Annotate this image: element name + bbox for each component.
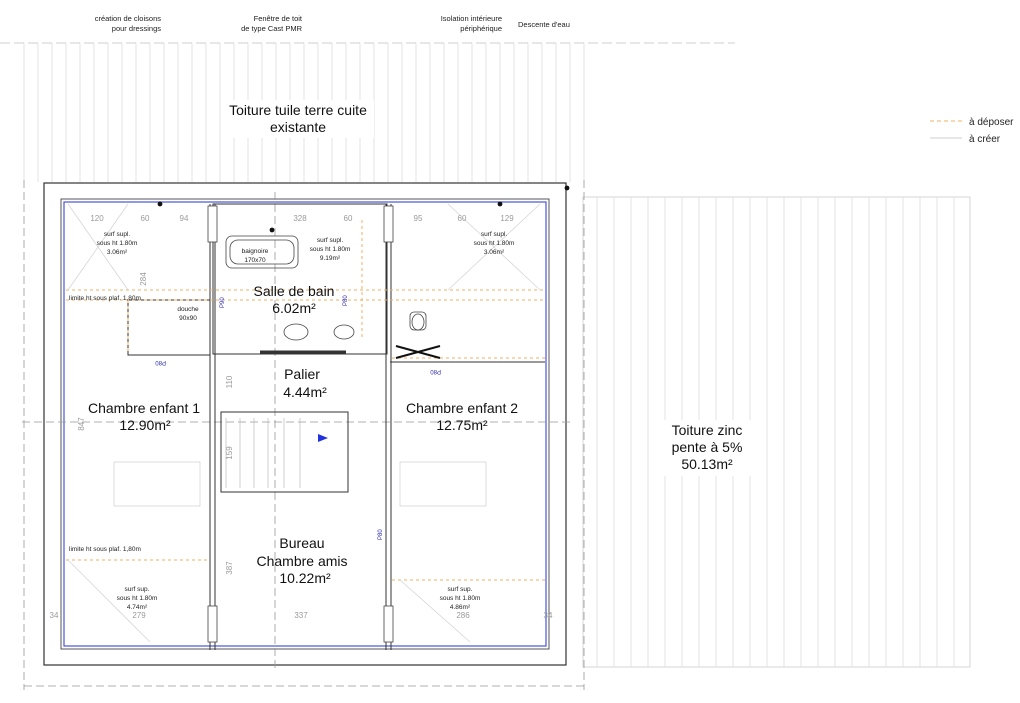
surface-5-line3: 4.86m² (450, 604, 471, 611)
room-chambre1-area: 12.90m² (119, 417, 171, 433)
surface-2-line3: 9.19m² (320, 255, 341, 262)
dim-94: 94 (180, 214, 189, 223)
zinc-roof-slope: pente à 5% (672, 439, 743, 455)
surface-4-line2: sous ht 1.80m (117, 595, 158, 602)
zinc-roof-hatch (582, 196, 971, 668)
door-tag-4: P80 (430, 368, 441, 374)
dim-847: 847 (77, 417, 86, 431)
dim-34b: 34 (544, 611, 553, 620)
room-chambre2-area: 12.75m² (436, 417, 488, 433)
douche-size: 90x90 (179, 315, 197, 322)
legend: à déposer à créer (930, 117, 1014, 145)
outer-wall (43, 182, 567, 666)
surface-3-line3: 3.06m² (484, 249, 505, 256)
limit-note-top: limite ht sous plaf. 1,80m (69, 295, 141, 302)
room-bureau-name: Bureau (279, 535, 324, 551)
room-palier-name: Palier (284, 366, 320, 382)
note-cloisons-2: pour dressings (112, 24, 161, 33)
zinc-roof-title: Toiture zinc (672, 422, 743, 438)
bath-fixtures (225, 235, 427, 341)
room-bureau-area: 10.22m² (279, 570, 331, 586)
axis-lines (22, 180, 586, 690)
dim-328: 328 (293, 214, 307, 223)
dim-129: 129 (500, 214, 514, 223)
room-palier-area: 4.44m² (283, 384, 327, 400)
surface-4-line3: 4.74m² (127, 604, 148, 611)
surface-1-line2: sous ht 1.80m (97, 240, 138, 247)
dim-120: 120 (90, 214, 104, 223)
surface-1-line3: 3.06m² (107, 249, 128, 256)
surface-1-line1: surf supl. (104, 231, 131, 238)
note-isolation-2: périphérique (460, 24, 502, 33)
door-tag-1: P80 (155, 359, 166, 365)
room-chambre-amis-name: Chambre amis (256, 553, 347, 569)
baignoire-size: 170x70 (244, 257, 266, 264)
dim-387: 387 (225, 561, 234, 575)
surface-5-line1: surf sup. (448, 586, 473, 593)
surface-3-line1: surf supl. (481, 231, 508, 238)
surface-2-line1: surf supl. (317, 237, 344, 244)
room-salle-de-bain-area: 6.02m² (272, 300, 316, 316)
tile-roof-subtitle: existante (270, 119, 326, 135)
note-fenetre-2: de type Cast PMR (241, 24, 302, 33)
dim-95: 95 (414, 214, 423, 223)
downpipe-markers (157, 185, 570, 233)
slope-lines (67, 203, 541, 643)
door-tag-2: P90 (220, 297, 226, 308)
note-fenetre-1: Fenêtre de toit (254, 14, 303, 23)
tile-roof-title: Toiture tuile terre cuite (229, 102, 367, 118)
legend-creer: à créer (969, 134, 1001, 145)
baignoire-label: baignoire (242, 248, 269, 255)
dim-60b: 60 (344, 214, 353, 223)
dim-110: 110 (225, 375, 234, 388)
stair-steps (225, 418, 301, 488)
door-tag-5: P80 (343, 295, 349, 306)
surface-2-line2: sous ht 1.80m (310, 246, 351, 253)
zinc-roof-area: 50.13m² (681, 456, 733, 472)
tile-roof-label-bg (222, 100, 374, 138)
note-cloisons-1: création de cloisons (95, 14, 162, 23)
room-salle-de-bain-name: Salle de bain (254, 283, 335, 299)
dim-284: 284 (139, 272, 148, 286)
demolition-lines (66, 220, 546, 581)
dim-337: 337 (294, 611, 308, 620)
legend-deposer: à déposer (969, 117, 1014, 128)
douche-label: douche (177, 306, 199, 313)
roof-windows (207, 205, 394, 643)
dim-159: 159 (225, 446, 234, 460)
blocked-door-icon (395, 345, 441, 359)
dim-60c: 60 (458, 214, 467, 223)
door-tag-3: P80 (378, 529, 384, 540)
note-isolation-1: Isolation intérieure (441, 14, 502, 23)
room-chambre2-name: Chambre enfant 2 (406, 400, 518, 416)
dim-34a: 34 (50, 611, 59, 620)
surface-4-line1: surf sup. (125, 586, 150, 593)
note-descente: Descente d'eau (518, 20, 570, 29)
dim-286: 286 (456, 611, 470, 620)
surface-5-line2: sous ht 1.80m (440, 595, 481, 602)
room-chambre1-name: Chambre enfant 1 (88, 400, 200, 416)
stair-arrow-icon (318, 434, 328, 442)
surface-3-line2: sous ht 1.80m (474, 240, 515, 247)
dim-60a: 60 (141, 214, 150, 223)
zinc-roof-label-bg (660, 420, 754, 476)
dim-279: 279 (132, 611, 146, 620)
limit-note-bottom: limite ht sous plaf. 1,80m (69, 546, 141, 553)
partitions (127, 203, 545, 650)
